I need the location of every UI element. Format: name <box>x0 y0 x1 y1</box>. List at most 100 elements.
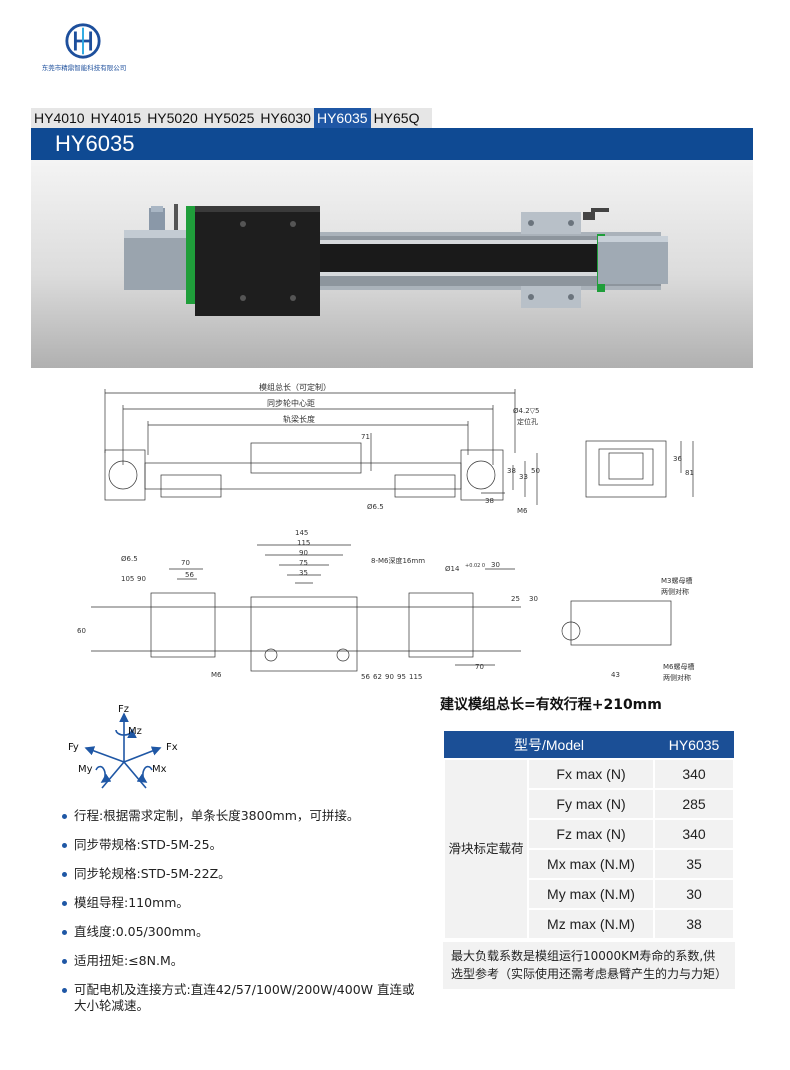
hole-6-5-top: Ø6.5 <box>367 503 384 511</box>
dim-56b: 56 <box>361 673 370 681</box>
fx-label: Fx <box>166 742 178 753</box>
tab-hy5020[interactable]: HY5020 <box>147 110 198 126</box>
left-end-cap <box>186 206 195 304</box>
product-image <box>31 160 753 368</box>
title-bar: HY6035 <box>31 128 753 160</box>
locating-hole-dim: Ø4.2▽5 <box>513 407 539 415</box>
table-row: Mx max (N.M) 35 <box>444 848 735 880</box>
spec-lead: 模组导程:110mm。 <box>62 895 422 911</box>
logo-text: 东莞市精鼎智能科技有限公司 <box>41 64 127 72</box>
value-fz: 340 <box>653 818 735 850</box>
spec-list: 行程:根据需求定制，单条长度3800mm，可拼接。 同步带规格:STD-5M-2… <box>62 808 422 1027</box>
dim-81: 81 <box>685 469 694 477</box>
load-table: 型号/Model HY6035 滑块标定载荷 Fx max (N) 340 Fy… <box>443 731 735 989</box>
dim-90: 90 <box>299 549 308 557</box>
table-row: 滑块标定载荷 Fx max (N) 340 <box>443 758 735 940</box>
force-axes-diagram: Fz Mz Fy Fx My Mx <box>62 704 192 796</box>
dim-36: 36 <box>673 455 682 463</box>
param-fz: Fz max (N) <box>527 818 655 850</box>
tab-hy6035[interactable]: HY6035 <box>313 108 371 128</box>
param-mx: Mx max (N.M) <box>527 848 655 880</box>
mz-label: Mz <box>128 726 142 737</box>
fz-label: Fz <box>118 704 129 715</box>
spec-torque: 适用扭矩:≤8N.M。 <box>62 953 422 969</box>
dim-90c: 90 <box>385 673 394 681</box>
dim-105: 105 <box>121 575 134 583</box>
dim-56a: 56 <box>185 571 194 579</box>
table-row: Fz max (N) 340 <box>444 818 735 850</box>
hole-6-5-side: Ø6.5 <box>121 555 138 563</box>
param-fy: Fy max (N) <box>527 788 655 820</box>
pulley-center-distance-label: 同步轮中心距 <box>267 398 315 408</box>
spec-pulley: 同步轮规格:STD-5M-22Z。 <box>62 866 422 882</box>
carriage-detail-drawing <box>91 544 672 672</box>
tab-hy5025[interactable]: HY5025 <box>203 110 255 126</box>
spec-belt: 同步带规格:STD-5M-25。 <box>62 837 422 853</box>
dim-90b: 90 <box>137 575 146 583</box>
m6-slot-label: M6螺母槽 <box>663 662 695 671</box>
end-view-drawing <box>585 440 694 498</box>
rail-length-label: 轨梁长度 <box>283 414 315 424</box>
value-fx: 340 <box>653 758 735 790</box>
header-model: 型号/Model <box>444 731 654 759</box>
fy-label: Fy <box>68 742 79 753</box>
dim-71: 71 <box>361 433 370 441</box>
dim-115b: 115 <box>409 673 422 681</box>
top-view-drawing <box>104 389 538 505</box>
param-my: My max (N.M) <box>527 878 655 910</box>
m6-depth-label: 8-M6深度16mm <box>371 556 425 565</box>
dim-95: 95 <box>397 673 406 681</box>
dim-43: 43 <box>611 671 620 679</box>
m6-label-top: M6 <box>517 507 528 515</box>
value-fy: 285 <box>653 788 735 820</box>
company-logo: 东莞市精鼎智能科技有限公司 <box>34 22 134 74</box>
dim-33: 33 <box>519 473 528 481</box>
dim-35: 35 <box>299 569 308 577</box>
my-label: My <box>78 764 93 775</box>
logo-mark-icon <box>65 23 101 59</box>
model-tabs: HY4010 HY4015 HY5020 HY5025 HY6030 HY603… <box>31 108 433 128</box>
table-row: Mz max (N.M) 38 <box>444 908 735 940</box>
dim-38b: 38 <box>485 497 494 505</box>
spec-motor: 可配电机及连接方式:直连42/57/100W/200W/400W 直连或大小轮减… <box>62 982 422 1014</box>
param-fx: Fx max (N) <box>527 758 655 790</box>
table-note: 最大负载系数是模组运行10000KM寿命的系数,供选型参考（实际使用还需考虑悬臂… <box>443 942 735 989</box>
spec-straightness: 直线度:0.05/300mm。 <box>62 924 422 940</box>
m3-slot-symmetric: 两侧对称 <box>661 587 689 596</box>
suggested-length: 建议模组总长=有效行程+210mm <box>440 697 662 713</box>
tab-hy65q[interactable]: HY65Q <box>373 110 420 126</box>
value-mx: 35 <box>653 848 735 880</box>
dim-70a: 70 <box>181 559 190 567</box>
table-row: My max (N.M) 30 <box>444 878 735 910</box>
dim-145: 145 <box>295 529 308 537</box>
dim-50: 50 <box>531 467 540 475</box>
tab-hy4015[interactable]: HY4015 <box>90 110 142 126</box>
table-row: Fy max (N) 285 <box>444 788 735 820</box>
module-total-length-label: 模组总长（可定制） <box>259 382 331 392</box>
dim-38a: 38 <box>507 467 516 475</box>
dim-62: 62 <box>373 673 382 681</box>
bore-14: Ø14 <box>445 565 460 573</box>
m6-label-bottom: M6 <box>211 671 222 679</box>
value-my: 30 <box>653 878 735 910</box>
value-mz: 38 <box>653 908 735 940</box>
dim-30a: 30 <box>491 561 500 569</box>
group-label: 滑块标定载荷 <box>443 758 529 940</box>
page-title: HY6035 <box>55 131 135 156</box>
linear-module-image <box>124 204 668 316</box>
m6-slot-symmetric: 两侧对称 <box>663 673 691 682</box>
carriage <box>195 206 320 316</box>
param-mz: Mz max (N.M) <box>527 908 655 940</box>
tab-hy4010[interactable]: HY4010 <box>34 110 85 126</box>
dimension-drawings: 模组总长（可定制） 同步轮中心距 轨梁长度 Ø4.2▽5 定位孔 71 38 3… <box>31 375 753 695</box>
dim-115: 115 <box>297 539 310 547</box>
header-value: HY6035 <box>654 731 734 759</box>
spec-stroke: 行程:根据需求定制，单条长度3800mm，可拼接。 <box>62 808 422 824</box>
dim-30b: 30 <box>529 595 538 603</box>
tab-hy6030[interactable]: HY6030 <box>260 110 311 126</box>
locating-hole-label: 定位孔 <box>517 417 538 426</box>
bore-tolerance: +0.02 0 <box>465 563 485 569</box>
dim-70b: 70 <box>475 663 484 671</box>
dim-75: 75 <box>299 559 308 567</box>
mx-label: Mx <box>152 764 167 775</box>
